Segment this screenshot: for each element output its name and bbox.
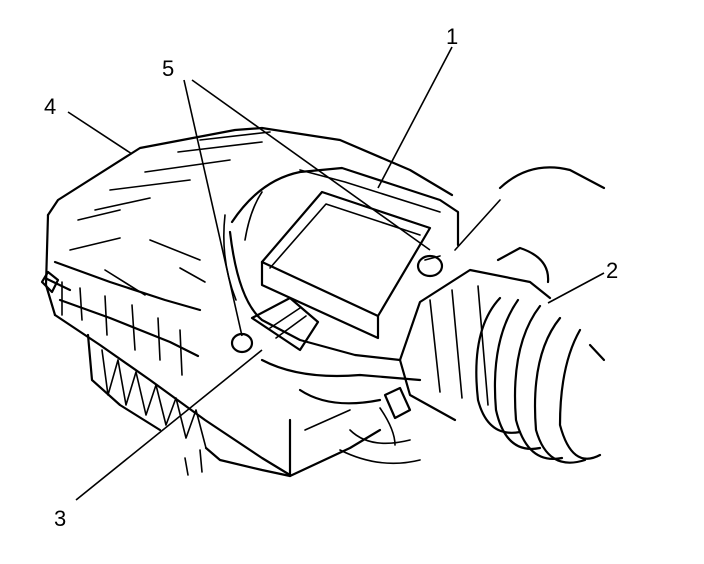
callout-4: 4 (44, 94, 56, 119)
leader-2 (547, 272, 605, 304)
callout-1: 1 (446, 24, 458, 49)
callout-5: 5 (162, 56, 174, 81)
leader-3 (75, 349, 263, 501)
leader-4 (67, 111, 133, 155)
air-cleaner-housing (40, 126, 454, 478)
leader-lines (67, 46, 605, 501)
leader-5b (191, 79, 431, 251)
callout-labels: 1 2 3 4 5 (44, 24, 618, 531)
leader-5a (183, 79, 243, 337)
callout-2: 2 (606, 258, 618, 283)
leader-1 (377, 46, 453, 189)
air-duct-body (223, 166, 460, 362)
sensor-connector (250, 296, 422, 465)
callout-3: 3 (54, 506, 66, 531)
intake-bellows (398, 166, 606, 464)
